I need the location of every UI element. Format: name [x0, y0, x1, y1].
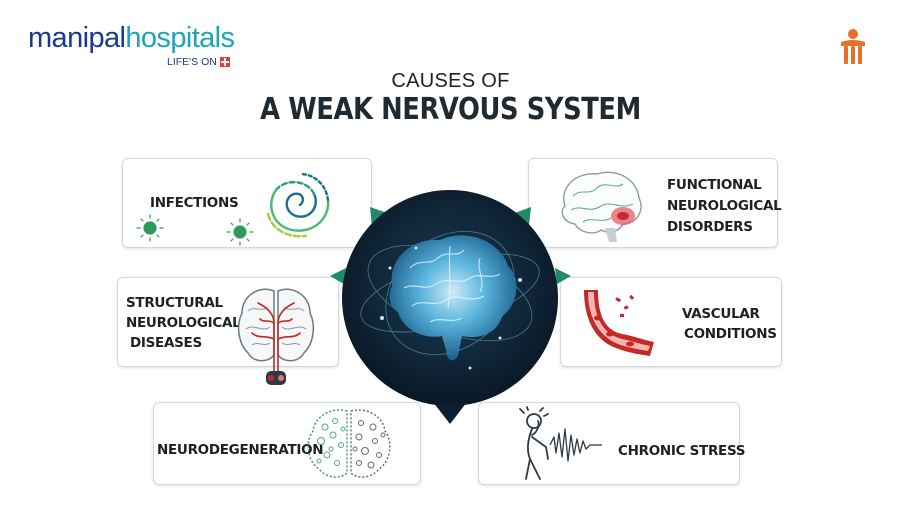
stressed-person-icon — [519, 406, 602, 480]
glowing-brain-icon — [342, 190, 558, 424]
brain-dots-icon — [307, 409, 391, 478]
brain-scan-icon — [561, 171, 642, 242]
label-chronic-stress: CHRONIC STRESS — [618, 443, 746, 459]
label-functional-2: NEUROLOGICAL — [667, 198, 782, 214]
brand-tagline: LIFE'S ON — [167, 56, 230, 68]
label-structural-3: DISEASES — [130, 335, 202, 351]
virus-icon — [136, 214, 254, 246]
label-functional-1: FUNCTIONAL — [667, 177, 762, 193]
label-structural-2: NEUROLOGICAL — [126, 315, 241, 331]
brand-tagline-text: LIFE'S ON — [167, 56, 217, 68]
label-functional-3: DISORDERS — [667, 219, 753, 235]
label-vascular-2: CONDITIONS — [684, 326, 777, 342]
brand-name-part2: hospitals — [125, 22, 235, 54]
brand-name-part1: manipal — [28, 22, 126, 54]
label-structural-1: STRUCTURAL — [126, 295, 223, 311]
manipal-figure-icon — [841, 29, 865, 64]
page-title: A WEAK NERVOUS SYSTEM — [260, 92, 641, 127]
label-neurodegeneration: NEURODEGENERATION — [157, 442, 324, 458]
brand-name: manipalhospitals — [28, 22, 235, 54]
red-cross-icon — [219, 57, 230, 67]
card-chronic-stress — [478, 402, 740, 485]
label-vascular-1: VASCULAR — [682, 306, 760, 322]
blood-vessel-icon — [584, 290, 654, 356]
swirl-icon — [266, 172, 330, 238]
title-line1: CAUSES OF — [391, 70, 510, 92]
label-infections: INFECTIONS — [150, 195, 239, 211]
brain-vessels-icon — [237, 288, 315, 385]
brand-logo: manipalhospitals LIFE'S ON — [28, 22, 235, 68]
card-infections — [122, 158, 372, 248]
